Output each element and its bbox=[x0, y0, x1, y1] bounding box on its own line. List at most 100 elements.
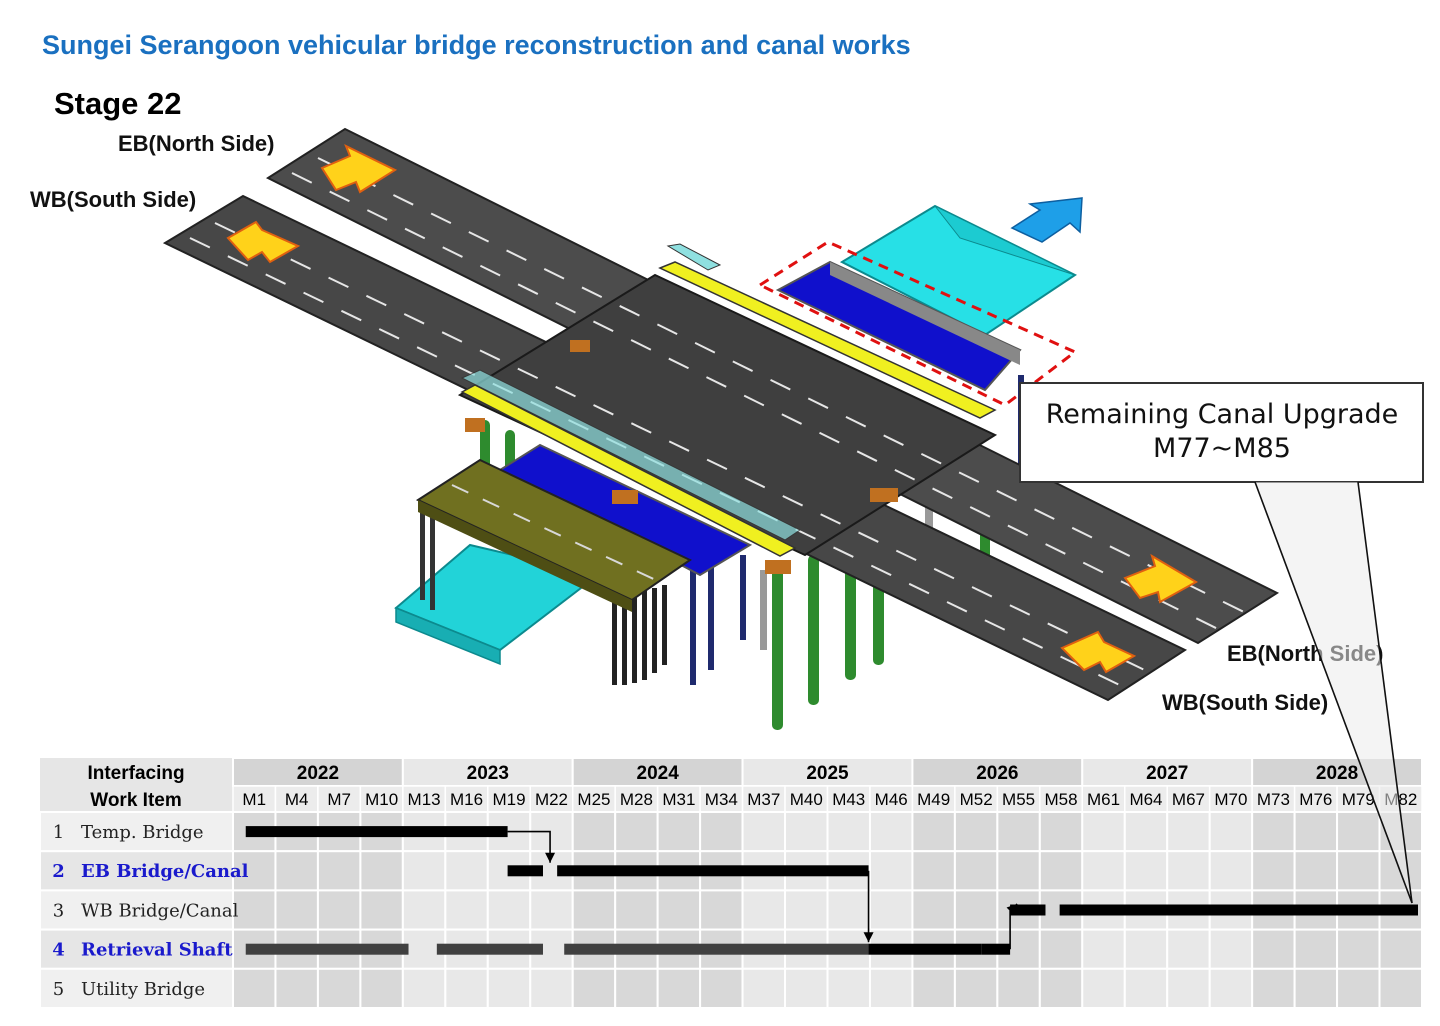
gantt-month-label: M43 bbox=[832, 790, 865, 809]
gantt-grid-cell bbox=[316, 967, 362, 1009]
flow-direction-icon bbox=[1010, 197, 1083, 243]
gantt-grid-cell bbox=[359, 850, 404, 892]
gantt-month-label: M10 bbox=[365, 790, 398, 809]
gantt-grid-cell bbox=[1208, 928, 1254, 970]
gantt-grid-cell bbox=[868, 889, 914, 931]
gantt-row-number: 1 bbox=[53, 822, 64, 843]
gantt-month-label: M19 bbox=[492, 790, 525, 809]
label-wb-south-bottom: WB(South Side) bbox=[1162, 690, 1329, 715]
stage-label: Stage 22 bbox=[54, 86, 182, 121]
gantt-month-label: M25 bbox=[577, 790, 610, 809]
gantt-grid-cell bbox=[1123, 850, 1169, 892]
gantt-year-label: 2028 bbox=[1316, 763, 1358, 784]
traffic-arrow-wb-top bbox=[226, 220, 301, 264]
gantt-month-label: M4 bbox=[285, 790, 309, 809]
remaining-canal-highlight-box bbox=[756, 240, 1078, 407]
railing-north bbox=[658, 261, 997, 419]
gantt-grid-cell bbox=[1336, 967, 1381, 1009]
gantt-year-cell bbox=[741, 757, 914, 787]
callout-line2: M77~M85 bbox=[1153, 433, 1291, 464]
gantt-month-cell bbox=[1208, 785, 1253, 813]
gantt-grid-cell bbox=[656, 967, 702, 1009]
gantt-grid-cell bbox=[784, 967, 829, 1009]
gantt-grid-cell bbox=[1336, 850, 1381, 892]
gantt-month-label: M7 bbox=[327, 790, 351, 809]
gantt-month-label: M49 bbox=[917, 790, 950, 809]
gantt-grid-cell bbox=[741, 811, 787, 853]
gantt-grid-cell bbox=[1166, 811, 1211, 853]
gantt-month-label: M13 bbox=[408, 790, 441, 809]
page-title: Sungei Serangoon vehicular bridge recons… bbox=[42, 30, 911, 60]
gantt-grid-cell bbox=[911, 967, 956, 1009]
gantt-bar bbox=[868, 943, 982, 955]
gantt-row-number: 2 bbox=[52, 861, 65, 882]
gantt-bar bbox=[557, 865, 869, 877]
gantt-grid-cell bbox=[996, 811, 1041, 853]
gantt-year-label: 2025 bbox=[806, 763, 849, 784]
gantt-grid-cell bbox=[1123, 967, 1169, 1009]
gantt-month-label: M64 bbox=[1129, 790, 1162, 809]
gantt-month-label: M52 bbox=[960, 790, 993, 809]
gantt-row-number: 4 bbox=[52, 940, 65, 961]
gantt-grid-cell bbox=[1293, 850, 1339, 892]
gantt-row-label-cell bbox=[39, 967, 234, 1009]
gantt-grid-cell bbox=[1293, 811, 1339, 853]
gantt-header-line1: Interfacing bbox=[87, 763, 184, 784]
gantt-grid-cell bbox=[868, 850, 914, 892]
gantt-row-label: Temp. Bridge bbox=[81, 822, 204, 843]
gantt-month-label: M37 bbox=[747, 790, 780, 809]
gantt-month-cell bbox=[1166, 785, 1211, 813]
gantt-month-label: M58 bbox=[1045, 790, 1078, 809]
dependency-arrow-temp-to-eb bbox=[507, 830, 551, 863]
gantt-grid-cell bbox=[316, 850, 362, 892]
gantt-month-label: M31 bbox=[662, 790, 695, 809]
gantt-grid-cell bbox=[826, 811, 871, 853]
gantt-grid-cell bbox=[1166, 928, 1211, 970]
gantt-bar bbox=[507, 865, 543, 877]
gantt-row-number: 5 bbox=[53, 979, 64, 1000]
gantt-month-label: M73 bbox=[1257, 790, 1290, 809]
callout-text: Remaining Canal Upgrade M77~M85 bbox=[1022, 398, 1422, 466]
gantt-grid-cell bbox=[529, 967, 574, 1009]
gantt-month-label: M79 bbox=[1342, 790, 1375, 809]
dependency-arrow-shaft-to-wb-head bbox=[1006, 904, 1018, 915]
gantt-grid-cell bbox=[274, 889, 319, 931]
gantt-month-cell bbox=[954, 785, 999, 813]
gantt-grid-cell bbox=[784, 811, 829, 853]
gantt-row-label: Retrieval Shaft bbox=[81, 940, 233, 961]
gantt-grid-cell bbox=[1208, 967, 1254, 1009]
gantt-month-label: M40 bbox=[790, 790, 823, 809]
gantt-grid-cell bbox=[1293, 967, 1339, 1009]
dependency-arrow-temp-to-eb-head bbox=[545, 852, 556, 863]
gantt-grid-cell bbox=[1208, 850, 1254, 892]
gantt-bar bbox=[245, 826, 508, 838]
gantt-grid-cell bbox=[1208, 811, 1254, 853]
gantt-month-cell bbox=[656, 785, 701, 813]
gantt-grid-cell bbox=[699, 889, 744, 931]
gantt-grid-cell bbox=[1336, 928, 1381, 970]
gantt-grid-cell bbox=[741, 889, 787, 931]
gantt-grid-cell bbox=[614, 967, 659, 1009]
gantt-row-label: Utility Bridge bbox=[81, 979, 205, 1000]
gantt-grid-cell bbox=[1251, 928, 1296, 970]
gantt-grid-cell bbox=[1038, 928, 1084, 970]
gantt-row-number: 3 bbox=[53, 900, 64, 921]
gantt-grid-cell bbox=[1251, 967, 1296, 1009]
label-wb-south-top: WB(South Side) bbox=[30, 187, 197, 212]
gantt-month-label: M61 bbox=[1087, 790, 1120, 809]
traffic-arrow-eb-bottom bbox=[1123, 553, 1199, 604]
gantt-grid-cell bbox=[359, 967, 404, 1009]
gantt-month-cell bbox=[1081, 785, 1126, 813]
gantt-year-label: 2024 bbox=[637, 763, 680, 784]
gantt-bar bbox=[981, 943, 1011, 955]
gantt-grid-cell bbox=[1251, 811, 1296, 853]
gantt-month-cell bbox=[784, 785, 829, 813]
gantt-grid-cell bbox=[232, 889, 277, 931]
gantt-grid-cell bbox=[1166, 850, 1211, 892]
gantt-grid-cell bbox=[1123, 811, 1169, 853]
gantt-row-label: EB Bridge/Canal bbox=[81, 861, 249, 882]
gantt-grid-cell bbox=[826, 889, 871, 931]
gantt-month-label: M16 bbox=[450, 790, 483, 809]
gantt-grid-cell bbox=[401, 967, 447, 1009]
gantt-grid-cell bbox=[401, 850, 447, 892]
